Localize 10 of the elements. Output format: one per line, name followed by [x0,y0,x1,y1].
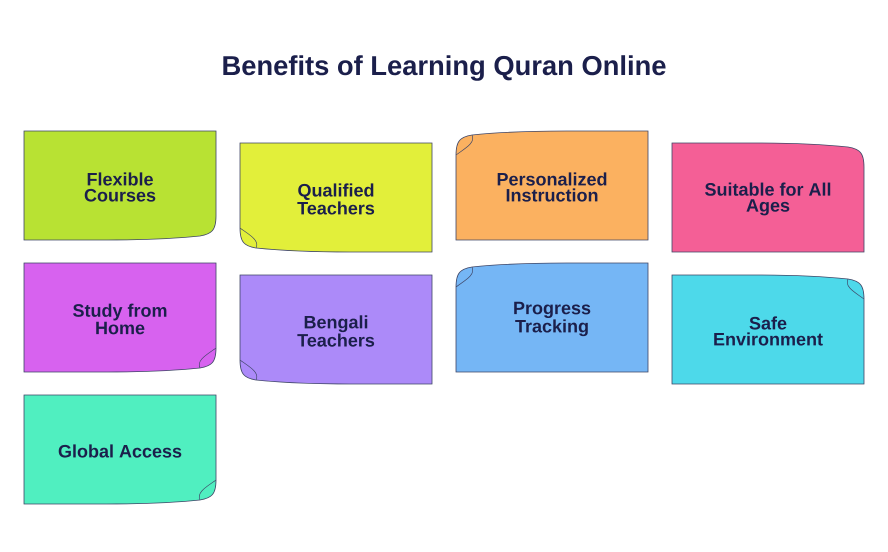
sticky-note: Progress Tracking [456,262,648,372]
title: Benefits of Learning Quran Online [223,55,666,81]
sticky-note: Safe Environment [672,274,864,384]
sticky-note: Global Access [24,394,216,504]
sticky-note: Bengali Teachers [240,274,432,384]
sticky-note: Suitable for All Ages [672,142,864,252]
sticky-note: Qualified Teachers [240,142,432,252]
sticky-note: Personalized Instruction [456,130,648,240]
sticky-note: Flexible Courses [24,130,216,240]
sticky-note: Study from Home [24,262,216,372]
